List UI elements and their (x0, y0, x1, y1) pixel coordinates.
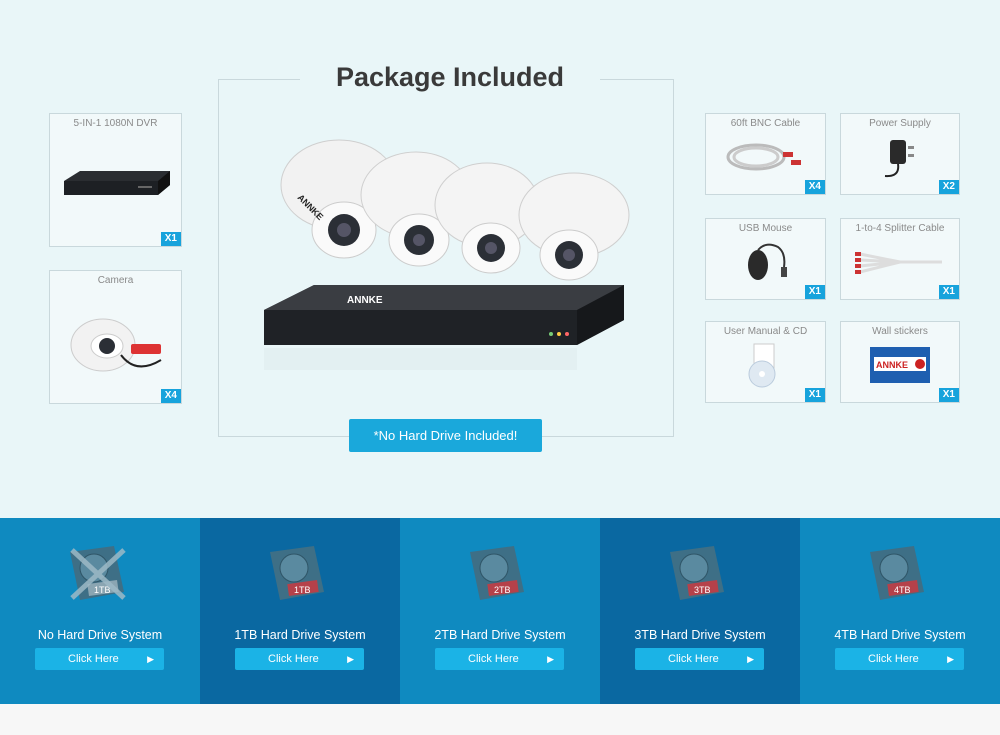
hard-drive-icon: 2TB (470, 546, 524, 600)
option-title: No Hard Drive System (37, 628, 163, 642)
play-arrow-icon: ▶ (347, 654, 354, 664)
capacity-label: 3TB (694, 585, 711, 595)
sticker-brand-text: ANNKE (876, 360, 908, 370)
dvr-brand-text: ANNKE (347, 295, 383, 306)
cable-icon (706, 132, 825, 182)
item-quantity: X1 (938, 285, 959, 299)
item-label: USB Mouse (738, 223, 793, 234)
click-here-button[interactable]: Click Here ▶ (835, 648, 964, 670)
item-quantity: X1 (160, 232, 181, 246)
item-quantity: X2 (938, 180, 959, 194)
power-adapter-icon (841, 132, 959, 182)
option-no-hdd: 1TB No Hard Drive System Click Here ▶ (0, 518, 200, 704)
camera-kit-image: ANNKE ANNKE (264, 139, 630, 370)
option-title: 3TB Hard Drive System (634, 628, 766, 642)
button-label: Click Here (468, 653, 519, 665)
crossed-out-icon (70, 548, 126, 600)
click-here-button[interactable]: Click Here ▶ (635, 648, 764, 670)
item-quantity: X4 (160, 389, 181, 403)
item-label: User Manual & CD (723, 326, 808, 337)
item-quantity: X1 (804, 285, 825, 299)
mouse-icon (706, 237, 825, 287)
click-here-button[interactable]: Click Here ▶ (35, 648, 164, 670)
item-card-camera: Camera X4 (49, 270, 182, 404)
splitter-icon (841, 237, 959, 287)
button-label: Click Here (668, 653, 719, 665)
item-label: Camera (97, 275, 134, 286)
click-here-button[interactable]: Click Here ▶ (435, 648, 564, 670)
hard-drive-options: 1TB No Hard Drive System Click Here ▶ 1T… (0, 518, 1000, 704)
item-label: Wall stickers (872, 326, 928, 337)
item-label: 60ft BNC Cable (730, 118, 801, 129)
item-quantity: X4 (804, 180, 825, 194)
manual-cd-icon (706, 340, 825, 390)
page-footer (0, 704, 1000, 735)
item-card-manual-cd: User Manual & CD X1 (705, 321, 826, 403)
item-label: 1-to-4 Splitter Cable (855, 223, 945, 234)
page-title: Package Included (300, 62, 600, 93)
option-2tb: 2TB 2TB Hard Drive System Click Here ▶ (400, 518, 600, 704)
play-arrow-icon: ▶ (947, 654, 954, 664)
item-card-bnc-cable: 60ft BNC Cable X4 (705, 113, 826, 195)
hard-drive-icon: 1TB (70, 546, 126, 600)
item-card-wall-stickers: Wall stickers ANNKE X1 (840, 321, 960, 403)
item-card-usb-mouse: USB Mouse X1 (705, 218, 826, 300)
hard-drive-icon: 3TB (670, 546, 724, 600)
dvr-icon (50, 132, 181, 234)
option-1tb: 1TB 1TB Hard Drive System Click Here ▶ (200, 518, 400, 704)
click-here-button[interactable]: Click Here ▶ (235, 648, 364, 670)
option-title: 4TB Hard Drive System (834, 628, 966, 642)
play-arrow-icon: ▶ (547, 654, 554, 664)
item-label: 5-IN-1 1080N DVR (73, 118, 158, 129)
item-card-power-supply: Power Supply X2 (840, 113, 960, 195)
button-label: Click Here (268, 653, 319, 665)
item-quantity: X1 (938, 388, 959, 402)
package-section: ANNKE ANNKE Package Included 5-IN-1 1080… (49, 62, 960, 452)
button-label: Click Here (868, 653, 919, 665)
dome-camera-icon (50, 289, 181, 391)
main-product-frame: ANNKE ANNKE (218, 79, 674, 437)
capacity-label: 1TB (294, 585, 311, 595)
capacity-label: 2TB (494, 585, 511, 595)
play-arrow-icon: ▶ (747, 654, 754, 664)
item-quantity: X1 (804, 388, 825, 402)
item-label: Power Supply (869, 118, 931, 129)
capacity-label: 4TB (894, 585, 911, 595)
option-title: 1TB Hard Drive System (234, 628, 366, 642)
capacity-label: 1TB (94, 585, 111, 595)
option-title: 2TB Hard Drive System (434, 628, 566, 642)
button-label: Click Here (68, 653, 119, 665)
item-card-splitter: 1-to-4 Splitter Cable X1 (840, 218, 960, 300)
hard-drive-icon: 1TB (270, 546, 324, 600)
no-hard-drive-notice: *No Hard Drive Included! (349, 419, 542, 452)
sticker-icon: ANNKE (841, 340, 959, 390)
play-arrow-icon: ▶ (147, 654, 154, 664)
hard-drive-icon: 4TB (870, 546, 924, 600)
item-card-dvr: 5-IN-1 1080N DVR X1 (49, 113, 182, 247)
option-4tb: 4TB 4TB Hard Drive System Click Here ▶ (800, 518, 1000, 704)
option-3tb: 3TB 3TB Hard Drive System Click Here ▶ (600, 518, 800, 704)
